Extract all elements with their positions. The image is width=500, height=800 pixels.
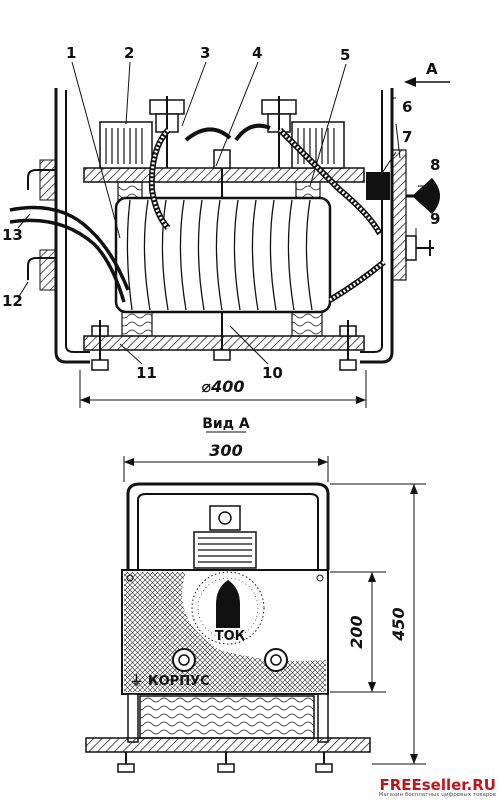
terminal-left [149,96,185,168]
view-arrow: A [404,60,450,87]
wood-block [139,695,315,739]
part-number-4: 4 [252,44,262,62]
leads [148,123,386,303]
hook-lower [27,257,56,280]
part-number-5: 5 [340,46,350,64]
part-number-2: 2 [124,44,134,62]
part-number-8: 8 [430,156,440,174]
part-number-13: 13 [2,226,23,244]
width-dimension: 300 [123,441,329,482]
knob [412,178,440,214]
output-terminal [405,235,434,261]
frame-right [360,88,394,364]
total-height-dimension: 450 [330,483,426,765]
spacer-bottom-left [121,311,153,337]
view-arrow-label: A [426,60,438,78]
part-number-9: 9 [430,210,440,228]
panel-height-dimension: 200 [330,571,386,693]
part-number-10: 10 [262,364,283,382]
frame-right-inner [360,90,383,353]
output-terminal-left [172,648,196,672]
frame-left-inner [65,90,90,353]
part-number-1: 1 [66,44,76,62]
dial-knob [216,580,240,628]
part-number-7: 7 [402,128,412,146]
part-number-3: 3 [200,44,210,62]
mains-cables [9,205,130,303]
coil [114,196,332,314]
current-dial: ТОК [191,571,265,645]
view-a: Вид А 300 [85,416,426,773]
handle-frame [126,482,330,570]
top-view: A ⌀400 1 2 [2,44,450,408]
part-number-12: 12 [2,292,23,310]
terminal-right [261,96,297,168]
panel-height-label: 200 [347,615,366,648]
base-board [85,737,371,753]
view-a-title: Вид А [202,416,250,432]
bottom-board [83,335,365,351]
frame-left [54,88,90,364]
watermark: FREEseller.RU Магазин бесплатных цифровы… [378,775,496,799]
width-label: 300 [209,441,242,460]
part-number-6: 6 [402,98,412,116]
diameter-dimension: ⌀400 [79,370,367,408]
hook-upper [27,169,56,190]
side-panel-right [391,149,407,281]
housing-label: КОРПУС [148,674,210,689]
bolts-bottom [91,320,357,371]
output-terminal-right [264,648,288,672]
top-terminal [209,505,241,531]
part-number-11: 11 [136,364,157,382]
ground-symbol: ⏚ [130,674,143,689]
diameter-label: ⌀400 [201,377,244,396]
watermark-subtitle: Магазин бесплатных цифровых товаров [378,791,496,798]
heat-sink-left [99,121,153,169]
heat-sink-right [291,121,345,169]
dial-label: ТОК [215,629,246,644]
feet [117,752,333,773]
spacer-bottom-right [291,311,323,337]
total-height-label: 450 [389,607,408,641]
switch [366,172,390,200]
watermark-brand: FREEseller.RU [379,775,496,794]
